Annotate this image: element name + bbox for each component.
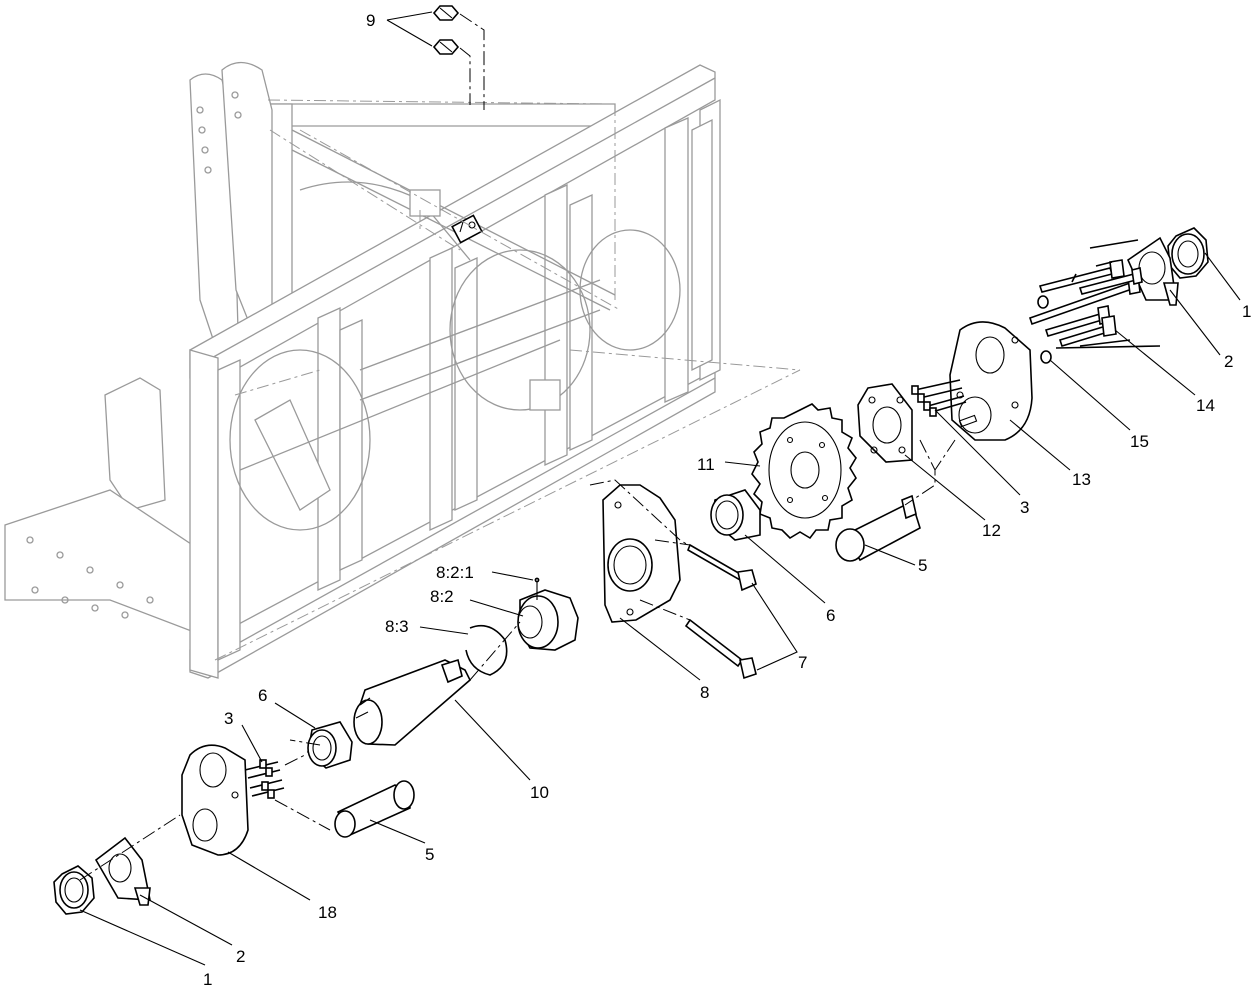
flange-plate-12	[857, 383, 913, 463]
frame-assembly	[4, 61, 801, 679]
bearing-plate-13	[949, 321, 1033, 441]
callout-8: 8	[700, 683, 709, 702]
bearing-insert-8-2	[517, 577, 579, 651]
screws-3-left	[244, 754, 331, 831]
callout-11: 11	[697, 455, 715, 474]
bearing-plate-18	[181, 744, 249, 856]
callout-10: 10	[530, 783, 549, 802]
snap-ring-8-3	[465, 624, 508, 676]
lock-washer-left	[94, 836, 151, 906]
callout-2-left: 2	[236, 947, 245, 966]
bushing-6-right	[710, 489, 761, 541]
callout-3-right: 3	[1020, 498, 1029, 517]
callout-7: 7	[798, 653, 807, 672]
sprocket-11	[751, 403, 857, 540]
callout-1-left: 1	[203, 970, 212, 989]
washers-15	[1037, 295, 1052, 364]
callout-6-right: 6	[826, 606, 835, 625]
pivot-pin-5-left	[334, 780, 415, 838]
callout-5-right: 5	[918, 556, 927, 575]
drive-shaft-10	[353, 621, 521, 746]
screws-3-right	[911, 379, 967, 417]
callout-5-left: 5	[425, 845, 434, 864]
callout-13: 13	[1072, 470, 1091, 489]
bolts-7	[639, 539, 757, 680]
callout-6-left: 6	[258, 686, 267, 705]
callout-14: 14	[1196, 396, 1215, 415]
callout-12: 12	[982, 521, 1001, 540]
nut-9-pair	[432, 5, 485, 110]
jam-nut-right	[1167, 227, 1209, 279]
callout-9: 9	[366, 11, 375, 30]
callout-1-right: 1	[1242, 302, 1251, 321]
jam-nut-left	[53, 865, 95, 915]
callout-8-2: 8:2	[430, 587, 454, 606]
bushing-6-left	[307, 721, 353, 769]
pivot-pin-5-right	[835, 494, 921, 562]
bolts-14	[1028, 239, 1161, 349]
callout-8-2-1: 8:2:1	[436, 563, 474, 582]
callout-18: 18	[318, 903, 337, 922]
callout-3-left: 3	[224, 709, 233, 728]
callout-15: 15	[1130, 432, 1149, 451]
bearing-housing-8	[589, 479, 746, 623]
lock-washer-right	[1126, 236, 1179, 306]
callout-8-3: 8:3	[385, 617, 409, 636]
callout-2-right: 2	[1224, 352, 1233, 371]
